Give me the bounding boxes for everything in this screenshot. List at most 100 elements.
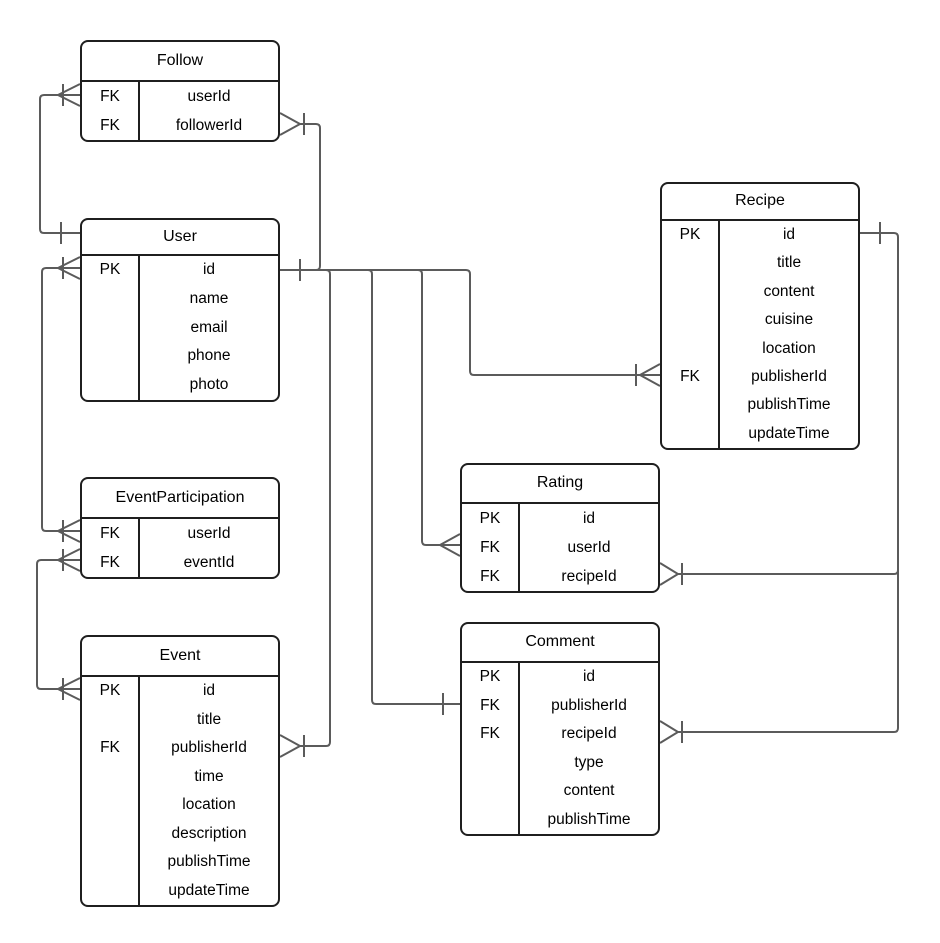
- key-column: FK FK: [82, 82, 140, 140]
- attribute-cell: cuisine: [764, 311, 814, 329]
- attribute-cell: email: [190, 318, 228, 336]
- crows-foot-icon: [55, 256, 81, 280]
- wire: [300, 123, 321, 271]
- attribute-cell: publishTime: [747, 396, 831, 414]
- attribute-cell: recipeId: [561, 725, 617, 742]
- wire: [678, 569, 899, 575]
- key-cell: FK: [100, 554, 120, 571]
- attribute-cell: followerId: [175, 117, 243, 134]
- attribute-cell: time: [194, 767, 224, 785]
- attribute-cell: eventId: [183, 554, 235, 571]
- key-cell: PK: [479, 668, 501, 685]
- key-cell: PK: [479, 510, 501, 527]
- key-column: PK: [82, 256, 140, 400]
- entity-recipe: Recipe PK FK id title content cuisine lo…: [660, 182, 860, 451]
- key-cell: [82, 848, 138, 877]
- connector-user-recipe: [280, 259, 661, 387]
- crows-foot-icon: [55, 548, 81, 572]
- key-cell: [82, 371, 138, 400]
- key-cell: [662, 278, 718, 306]
- key-column: PK FK: [662, 221, 720, 449]
- entity-title: Recipe: [662, 184, 858, 221]
- attribute-column: id userId recipeId: [520, 504, 658, 591]
- attribute-cell: location: [762, 339, 816, 357]
- entity-comment: Comment PK FK FK id publisherId recipeId…: [460, 622, 660, 836]
- entity-user: User PK id name email phone photo: [80, 218, 280, 402]
- key-cell: PK: [99, 682, 121, 699]
- key-cell: [662, 391, 718, 419]
- attribute-cell: publishTime: [547, 810, 631, 828]
- key-cell: FK: [480, 568, 500, 585]
- entity-title: Follow: [82, 42, 278, 82]
- connector-user-comment-publisher: [367, 269, 460, 715]
- key-cell: FK: [100, 525, 120, 542]
- attribute-cell: id: [582, 668, 596, 685]
- wire: [300, 269, 331, 747]
- key-cell: [462, 806, 518, 835]
- attribute-cell: updateTime: [748, 424, 830, 442]
- key-cell: [82, 706, 138, 735]
- attribute-column: id title publisherId time location descr…: [140, 677, 278, 905]
- crows-foot-icon: [437, 533, 461, 557]
- key-cell: [82, 791, 138, 820]
- connector-follow-userid-branch: [279, 112, 321, 271]
- attribute-cell: content: [763, 282, 815, 300]
- attribute-cell: userId: [187, 88, 231, 105]
- key-cell: FK: [100, 739, 120, 756]
- key-cell: [82, 285, 138, 314]
- crows-foot-icon: [55, 519, 81, 543]
- attribute-cell: publisherId: [551, 696, 627, 714]
- crows-foot-icon: [55, 677, 81, 701]
- crows-foot-icon: [659, 720, 680, 744]
- key-cell: [462, 749, 518, 778]
- connector-recipe-comment: [659, 222, 899, 744]
- crows-foot-icon: [659, 562, 680, 586]
- key-column: PK FK: [82, 677, 140, 905]
- key-cell: [82, 877, 138, 906]
- entity-title: Rating: [462, 465, 658, 504]
- wire: [41, 267, 80, 532]
- key-cell: FK: [480, 539, 500, 556]
- attribute-cell: photo: [189, 376, 229, 394]
- wire: [280, 269, 660, 376]
- entity-event: Event PK FK id title publisherId time lo…: [80, 635, 280, 907]
- entity-title: User: [82, 220, 278, 256]
- attribute-cell: id: [782, 226, 796, 243]
- key-cell: [462, 777, 518, 806]
- attribute-cell: id: [582, 510, 596, 527]
- connector-follow-user: [39, 83, 81, 244]
- entity-title: EventParticipation: [82, 479, 278, 519]
- crows-foot-icon: [279, 112, 303, 136]
- key-cell: [82, 314, 138, 343]
- attribute-cell: userId: [187, 525, 231, 542]
- attribute-cell: publisherId: [751, 367, 827, 385]
- entity-rating: Rating PK FK FK id userId recipeId: [460, 463, 660, 593]
- attribute-cell: publisherId: [171, 739, 247, 756]
- crows-foot-icon: [637, 363, 661, 387]
- wire: [417, 269, 460, 546]
- key-cell: PK: [99, 261, 121, 278]
- attribute-cell: title: [776, 254, 802, 272]
- key-cell: [662, 249, 718, 277]
- attribute-cell: publishTime: [167, 853, 251, 870]
- key-cell: [82, 763, 138, 792]
- connector-recipe-rating: [659, 562, 899, 586]
- connector-user-event-publisher: [279, 269, 331, 758]
- key-cell: [662, 306, 718, 334]
- attribute-cell: title: [196, 710, 222, 728]
- attribute-cell: phone: [187, 347, 231, 365]
- attribute-cell: userId: [567, 539, 611, 556]
- attribute-column: id name email phone photo: [140, 256, 278, 400]
- attribute-column: id publisherId recipeId type content pub…: [520, 663, 658, 834]
- wire: [36, 559, 80, 690]
- key-cell: [662, 420, 718, 448]
- wire: [678, 232, 899, 733]
- key-cell: FK: [100, 117, 120, 134]
- crows-foot-icon: [279, 734, 303, 758]
- key-cell: FK: [680, 367, 700, 385]
- attribute-cell: name: [189, 289, 229, 307]
- attribute-cell: content: [563, 782, 615, 799]
- key-cell: FK: [100, 88, 120, 105]
